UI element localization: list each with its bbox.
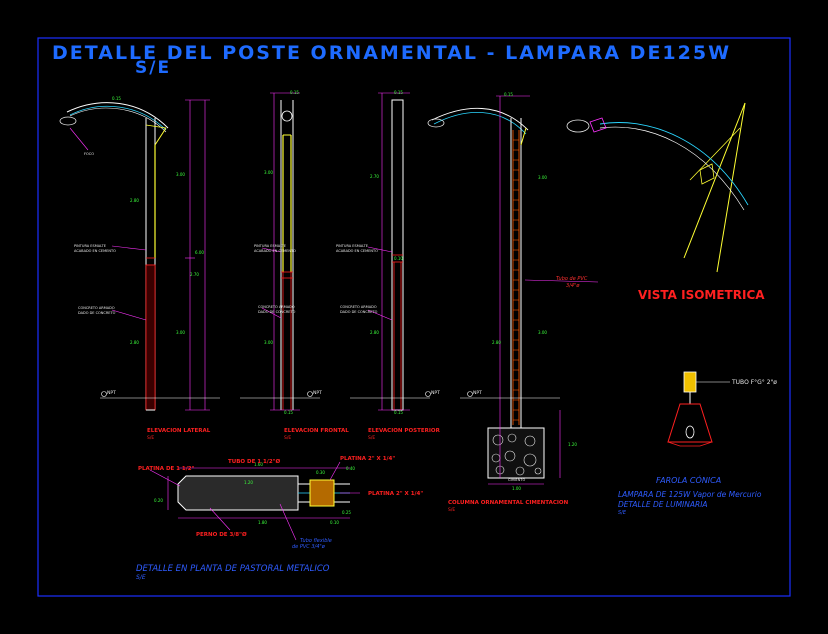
dim-top-frontal: 0.15 bbox=[290, 90, 299, 95]
dim-mid-lateral: 2.80 bbox=[130, 198, 139, 203]
pvc-tube-line2: 3/4"ø bbox=[566, 283, 580, 289]
dim-total-lateral: 6.00 bbox=[195, 250, 204, 255]
npt-markers bbox=[101, 391, 473, 397]
farola-line1: LAMPARA DE 125W Vapor de Mercurio bbox=[618, 490, 762, 499]
callout-pintura-posterior: PINTURA ESMALTE bbox=[336, 244, 368, 248]
dim-top-column: 0.15 bbox=[504, 92, 513, 97]
dim-top-lateral: 0.15 bbox=[112, 96, 121, 101]
pastoral-plate-c: PLATINA 2" X 1/4" bbox=[368, 491, 424, 497]
isometric-view bbox=[566, 102, 749, 273]
pastoral-flex-tube-2: de PVC 3/4"ø bbox=[292, 544, 325, 550]
dim-foundation-width: 1.00 bbox=[512, 486, 521, 491]
posterior-label: ELEVACION POSTERIOR bbox=[368, 428, 440, 434]
callout-acabado-frontal: ACABADO EN CEMENTO bbox=[254, 249, 296, 253]
dim-mid-posterior: 0.10 bbox=[394, 256, 403, 261]
callout-dados-posterior: DADO DE CONCRETO bbox=[340, 310, 378, 314]
pastoral-plate-a: PLATINA DE 1 1/2" bbox=[138, 466, 195, 472]
dim-base-frontal: 0.15 bbox=[284, 410, 293, 415]
npt-posterior: NPT bbox=[431, 391, 440, 396]
dim-pastoral-right-b: 0.40 bbox=[346, 466, 355, 471]
dim-lower-column: 3.00 bbox=[538, 330, 547, 335]
posterior-scale: S/E bbox=[368, 436, 376, 441]
npt-column: NPT bbox=[473, 391, 482, 396]
pvc-tube-line1: Tubo de PVC bbox=[556, 276, 588, 282]
npt-frontal: NPT bbox=[313, 391, 322, 396]
dim-pastoral-bottom: 1.80 bbox=[258, 520, 267, 525]
callout-acabado-posterior: ACABADO EN CEMENTO bbox=[336, 249, 378, 253]
pastoral-scale: S/E bbox=[136, 574, 146, 581]
callout-lamp: FOCO bbox=[84, 152, 94, 156]
callout-concreto-frontal: CONCRETO ARMADO bbox=[258, 305, 295, 309]
callout-concreto-lateral: CONCRETO ARMADO bbox=[78, 306, 115, 310]
pastoral-flex-tube-1: Tubo flexible bbox=[300, 538, 332, 544]
npt-lateral: NPT bbox=[107, 391, 116, 396]
dim-pastoral-left: 0.20 bbox=[154, 498, 163, 503]
pastoral-plate-b: PLATINA 2" X 1/4" bbox=[340, 456, 396, 462]
dim-pastoral-right-c: 0.25 bbox=[342, 510, 351, 515]
farola-scale: S/E bbox=[618, 510, 627, 516]
callout-cimiento: CIMIENTO bbox=[508, 478, 526, 482]
drawing-title: DETALLE DEL POSTE ORNAMENTAL - LAMPARA D… bbox=[52, 42, 732, 64]
callout-pintura-lateral: PINTURA ESMALTE bbox=[74, 244, 106, 248]
callout-dados-frontal: DADO DE CONCRETO bbox=[258, 310, 296, 314]
dim-side-column: 2.80 bbox=[492, 340, 501, 345]
dim-upper-lateral: 3.00 bbox=[176, 172, 185, 177]
dim-pastoral-right-d: 0.10 bbox=[330, 520, 339, 525]
farola-tube: TUBO F°G° 2"ø bbox=[732, 379, 777, 386]
dim-pastoral-right-a: 0.30 bbox=[316, 470, 325, 475]
dim-base-lateral: 2.80 bbox=[130, 340, 139, 345]
dim-lower-frontal: 3.00 bbox=[264, 340, 273, 345]
dim-pastoral-mid: 1.20 bbox=[244, 480, 253, 485]
callout-concreto-posterior: CONCRETO ARMADO bbox=[340, 305, 377, 309]
callout-dados-lateral: DADO DE CONCRETO bbox=[78, 311, 116, 315]
elevation-posterior bbox=[350, 92, 430, 411]
column-foundation bbox=[427, 95, 599, 485]
dim-upper-frontal: 3.00 bbox=[264, 170, 273, 175]
dim-base-posterior: 0.15 bbox=[394, 410, 403, 415]
lateral-label: ELEVACION LATERAL bbox=[147, 428, 211, 434]
dim-lower-lateral-a: 2.70 bbox=[190, 272, 199, 277]
dim-pastoral-top: 1.60 bbox=[254, 462, 263, 467]
dim-upper-posterior: 2.70 bbox=[370, 174, 379, 179]
lateral-scale: S/E bbox=[147, 436, 155, 441]
frontal-scale: S/E bbox=[284, 436, 292, 441]
dim-upper-column: 3.00 bbox=[538, 175, 547, 180]
dim-foundation-height: 1.20 bbox=[568, 442, 577, 447]
sheet-border bbox=[37, 37, 791, 597]
callout-acabado-lateral: ACABADO EN CEMENTO bbox=[74, 249, 116, 253]
dim-top-posterior: 0.15 bbox=[394, 90, 403, 95]
conical-lamp bbox=[667, 371, 730, 447]
pastoral-tube-fg: TUBO DE 1 1/2"Ø bbox=[228, 459, 281, 465]
elevation-frontal bbox=[240, 92, 320, 411]
drawing-scale: S/E bbox=[135, 58, 172, 78]
pastoral-label: DETALLE EN PLANTA DE PASTORAL METALICO bbox=[136, 564, 330, 574]
callout-pintura-frontal: PINTURA ESMALTE bbox=[254, 244, 286, 248]
dim-lower-posterior: 2.80 bbox=[370, 330, 379, 335]
frontal-label: ELEVACION FRONTAL bbox=[284, 428, 349, 434]
column-label: COLUMNA ORNAMENTAL CIMENTACION bbox=[448, 500, 569, 506]
column-scale: S/E bbox=[448, 508, 456, 513]
farola-line2: DETALLE DE LUMINARIA bbox=[618, 500, 708, 509]
iso-view-label: VISTA ISOMETRICA bbox=[638, 288, 765, 302]
elevation-lateral bbox=[59, 99, 220, 411]
farola-name: FAROLA CÓNICA bbox=[656, 476, 722, 485]
pastoral-plan bbox=[149, 461, 360, 541]
pastoral-pin: PERNO DE 3/8"Ø bbox=[196, 532, 247, 538]
dim-lower-lateral-b: 3.00 bbox=[176, 330, 185, 335]
